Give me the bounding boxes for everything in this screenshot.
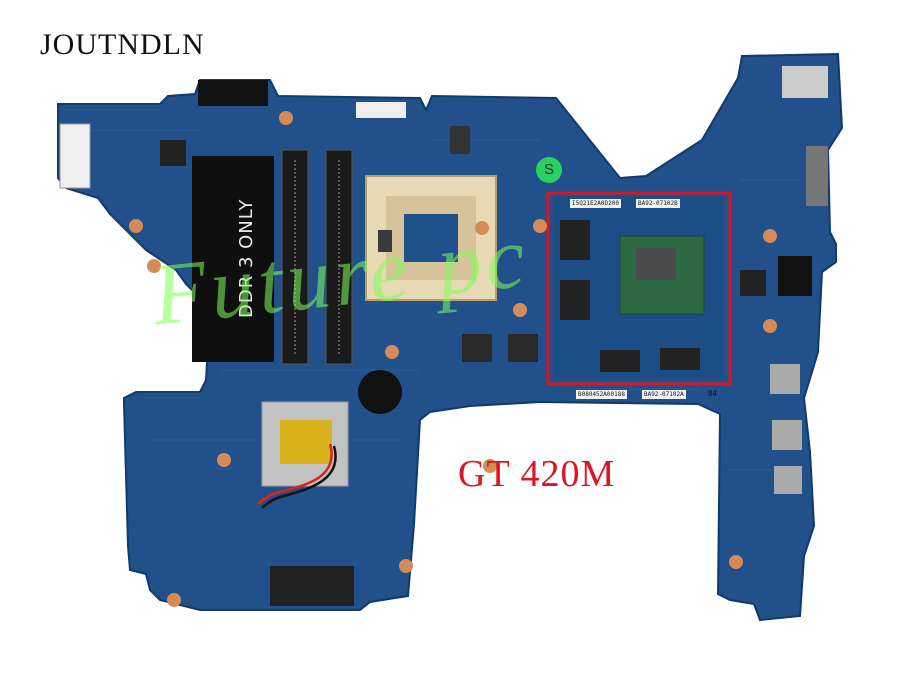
battery-connector: [198, 80, 268, 106]
gpu-highlight-box: [546, 191, 732, 386]
screw-holes: [129, 111, 777, 607]
gpu-label: GT 420M: [458, 453, 616, 495]
memory-slot-label: DDR 3 ONLY: [236, 198, 257, 318]
s-badge: S: [536, 157, 562, 183]
sticker-bottom: BA92-07102A: [642, 390, 686, 399]
card-slot: [270, 566, 354, 606]
brand-title: JOUTNDLN: [40, 28, 205, 61]
vga-port: [806, 146, 828, 206]
sticker-top: BA92-07102B: [636, 199, 680, 208]
usb-port-3: [774, 466, 802, 494]
sticker-top-code: I5Q21E2A0D200: [570, 199, 621, 208]
sticker-bottom-num: 84: [708, 389, 717, 398]
sticker-bottom-code: B080452A00188: [576, 390, 627, 399]
ethernet-port: [778, 256, 812, 296]
audio-port: [782, 66, 828, 98]
usb-port-1: [770, 364, 800, 394]
memory-slot-area: [192, 156, 274, 362]
cmos-battery: [358, 370, 402, 414]
usb-port-2: [772, 420, 802, 450]
